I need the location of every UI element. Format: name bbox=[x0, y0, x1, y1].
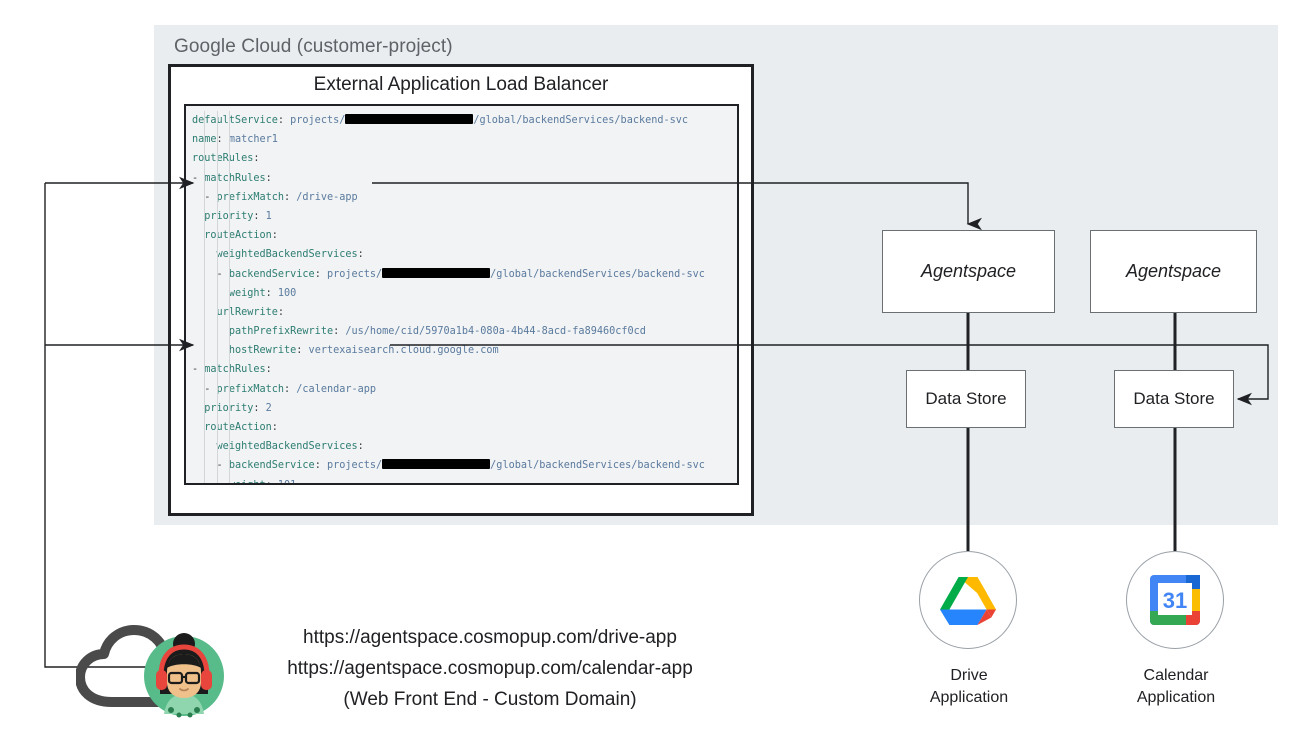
indent-guide bbox=[204, 111, 206, 483]
google-cloud-panel-title: Google Cloud (customer-project) bbox=[174, 36, 453, 57]
drive-caption-line-2: Application bbox=[929, 689, 1009, 706]
load-balancer-title: External Application Load Balancer bbox=[313, 74, 609, 95]
yaml-line: routeAction: bbox=[204, 422, 278, 433]
calendar-day-number: 31 bbox=[1163, 588, 1187, 613]
redacted-project-id bbox=[382, 267, 491, 278]
yaml-line: defaultService: projects//global/backend… bbox=[192, 114, 689, 126]
yaml-line: - prefixMatch: /drive-app bbox=[204, 191, 358, 203]
web-front-end-group bbox=[75, 618, 236, 718]
drive-application-circle[interactable] bbox=[919, 551, 1017, 649]
yaml-line: weight: 101 bbox=[192, 476, 737, 483]
yaml-code-lines: defaultService: projects//global/backend… bbox=[186, 106, 737, 483]
data-store-box-1[interactable]: Data Store bbox=[906, 370, 1026, 428]
front-end-urls: https://agentspace.cosmopup.com/drive-ap… bbox=[255, 622, 725, 715]
drive-application-caption: Drive Application bbox=[884, 665, 1054, 709]
yaml-line: - matchRules: bbox=[192, 364, 272, 376]
yaml-line: hostRewrite: vertexaisearch.cloud.google… bbox=[228, 345, 499, 357]
drive-caption-line-1: Drive bbox=[950, 667, 988, 684]
yaml-line: urlRewrite: bbox=[216, 306, 285, 318]
yaml-line: - backendService: projects//global/backe… bbox=[192, 267, 705, 280]
user-avatar-icon bbox=[144, 633, 224, 718]
yaml-line: pathPrefixRewrite: /us/home/cid/5970a1b4… bbox=[228, 326, 646, 338]
google-calendar-icon: 31 bbox=[1150, 575, 1200, 625]
data-store-box-2[interactable]: Data Store bbox=[1114, 370, 1234, 428]
agentspace-box-1[interactable]: Agentspace bbox=[882, 230, 1055, 313]
indent-guide bbox=[228, 111, 230, 483]
yaml-line: - prefixMatch: /calendar-app bbox=[204, 383, 377, 395]
calendar-application-circle[interactable]: 31 bbox=[1126, 551, 1224, 649]
calendar-caption-line-2: Application bbox=[1136, 689, 1216, 706]
yaml-line: weightedBackendServices: bbox=[216, 249, 364, 261]
yaml-line: - matchRules: bbox=[192, 172, 272, 184]
url-drive-app[interactable]: https://agentspace.cosmopup.com/drive-ap… bbox=[303, 627, 677, 648]
yaml-line: routeRules: bbox=[192, 153, 260, 165]
wire-drive-rule-to-agentspace-1 bbox=[372, 182, 982, 231]
indent-guide bbox=[216, 111, 218, 483]
url-map-yaml-code-block: defaultService: projects//global/backend… bbox=[184, 104, 739, 485]
agentspace-box-2[interactable]: Agentspace bbox=[1090, 230, 1257, 313]
redacted-project-id bbox=[345, 114, 474, 124]
yaml-line: weightedBackendServices: bbox=[216, 441, 364, 453]
yaml-line: - backendService: projects//global/backe… bbox=[192, 459, 705, 472]
wire-left-spine bbox=[44, 183, 178, 668]
yaml-line: routeAction: bbox=[204, 230, 278, 242]
front-end-note: (Web Front End - Custom Domain) bbox=[343, 689, 637, 710]
calendar-application-caption: Calendar Application bbox=[1091, 665, 1261, 709]
wire-calendar-rule-to-data-store-2 bbox=[390, 344, 1269, 406]
url-calendar-app[interactable]: https://agentspace.cosmopup.com/calendar… bbox=[287, 658, 693, 679]
redacted-project-id bbox=[382, 459, 491, 470]
calendar-caption-line-1: Calendar bbox=[1143, 667, 1209, 684]
google-drive-icon bbox=[940, 577, 996, 625]
yaml-line: weight: 100 bbox=[228, 287, 297, 299]
